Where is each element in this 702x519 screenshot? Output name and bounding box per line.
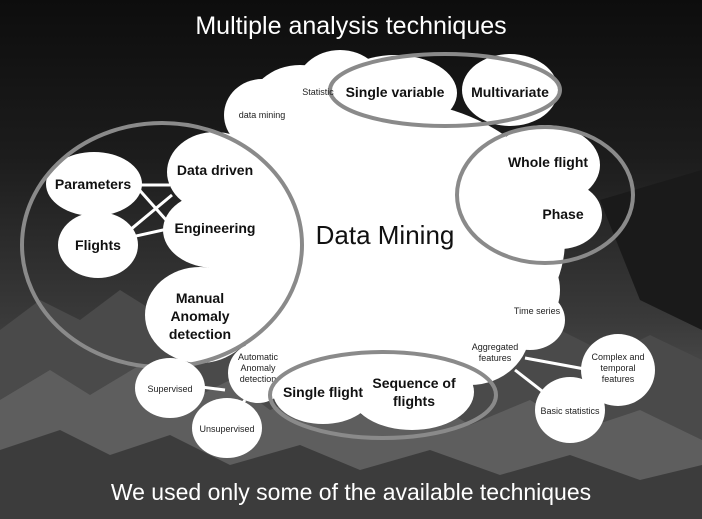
bottom-group-ring: [268, 350, 498, 440]
data-mining-center-label: Data Mining: [316, 220, 455, 250]
whole-flight-label: Whole flight: [508, 154, 588, 170]
time-series-label: Time series: [514, 306, 561, 316]
bottom-group: Single flight Sequence of flights: [268, 350, 498, 440]
slide-footer: We used only some of the available techn…: [110, 479, 592, 505]
phase-label: Phase: [542, 206, 583, 222]
basic-statistics-label: Basic statistics: [540, 406, 600, 416]
aggregated-line2: features: [479, 353, 512, 363]
aggregated-features-node: Aggregated features Complex and temporal…: [472, 334, 655, 443]
unsupervised-label: Unsupervised: [199, 424, 254, 434]
complex-line1: Complex and: [591, 352, 644, 362]
data-driven-label: Data driven: [177, 162, 253, 178]
statistic-label: Statistic: [302, 87, 334, 97]
right-group-ring: [455, 125, 635, 265]
slide-title: Multiple analysis techniques: [195, 12, 507, 40]
automatic-anomaly-node: Automatic Anomaly detection Supervised U…: [135, 343, 288, 458]
sequence-line2: flights: [393, 393, 435, 409]
top-group: Statistic Single variable Multivariate: [296, 52, 562, 131]
flights-label: Flights: [75, 237, 121, 253]
manual-anomaly-line2: Anomaly: [170, 308, 229, 324]
complex-line2: temporal: [600, 363, 635, 373]
left-group: Parameters Flights Data driven Engineeri…: [20, 121, 304, 369]
single-variable-label: Single variable: [346, 84, 445, 100]
top-group-ring: [328, 52, 562, 128]
sequence-line1: Sequence of: [372, 375, 456, 391]
engineering-label: Engineering: [175, 220, 256, 236]
automatic-line2: Anomaly: [240, 363, 276, 373]
multivariate-label: Multivariate: [471, 84, 549, 100]
single-flight-label: Single flight: [283, 384, 363, 400]
automatic-line1: Automatic: [238, 352, 279, 362]
aggregated-line1: Aggregated: [472, 342, 519, 352]
automatic-line3: detection: [240, 374, 277, 384]
complex-line3: features: [602, 374, 635, 384]
supervised-label: Supervised: [147, 384, 192, 394]
manual-anomaly-line3: detection: [169, 326, 231, 342]
parameters-label: Parameters: [55, 176, 131, 192]
right-group: Whole flight Phase: [455, 125, 635, 265]
manual-anomaly-line1: Manual: [176, 290, 224, 306]
data-mining-small-label: data mining: [239, 110, 286, 120]
